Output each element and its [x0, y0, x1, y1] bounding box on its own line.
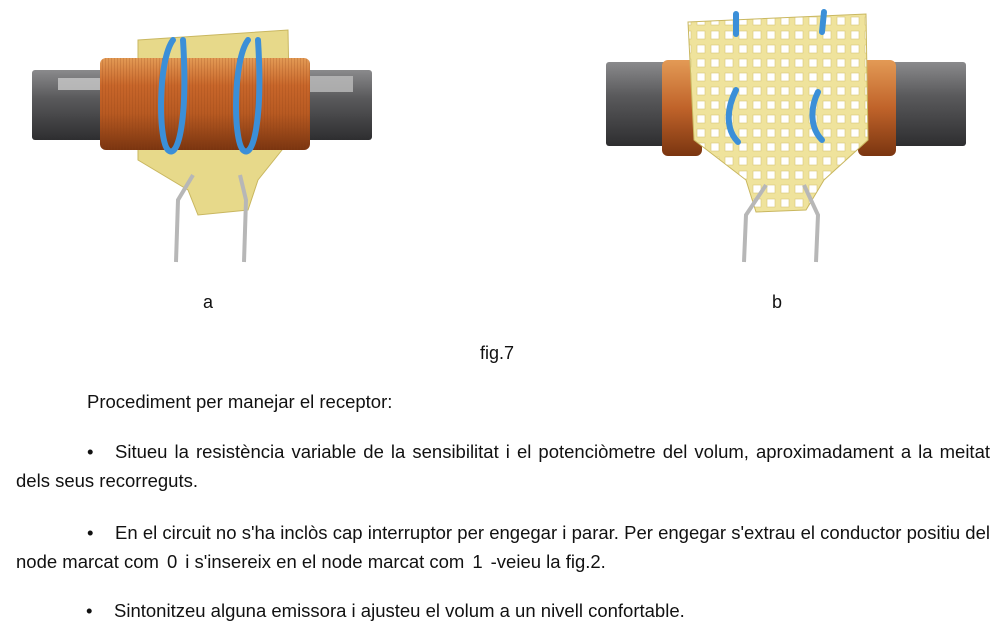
antenna-coil-photo-a	[32, 29, 372, 263]
perfboard-coil-photo-b	[606, 9, 966, 263]
node-1-label: 1	[472, 551, 483, 572]
photo-b-label: b	[772, 292, 783, 312]
bullet-icon: •	[87, 441, 94, 462]
photo-a-label: a	[203, 292, 214, 312]
step-2-text-a: En el circuit no s'ha inclòs cap interru…	[16, 522, 990, 572]
procedure-step-2: •En el circuit no s'ha inclòs cap interr…	[16, 518, 990, 576]
step-2-text-c: -veieu la fig.2.	[490, 551, 606, 572]
procedure-step-1: •Situeu la resistència variable de la se…	[16, 437, 990, 495]
figure-caption: fig.7	[480, 343, 515, 363]
procedure-step-3: • Sintonitzeu alguna emissora i ajusteu e…	[86, 596, 685, 625]
node-0-label: 0	[166, 551, 178, 572]
step-2-text-b: i s'insereix en el node marcat com	[185, 551, 465, 572]
bullet-icon: •	[86, 600, 93, 621]
procedure-intro: Procediment per manejar el receptor:	[87, 391, 393, 412]
step-1-text: Situeu la resistència variable de la sen…	[16, 441, 990, 491]
bullet-icon: •	[87, 522, 94, 543]
step-3-text: Sintonitzeu alguna emissora i ajusteu el…	[114, 600, 685, 621]
